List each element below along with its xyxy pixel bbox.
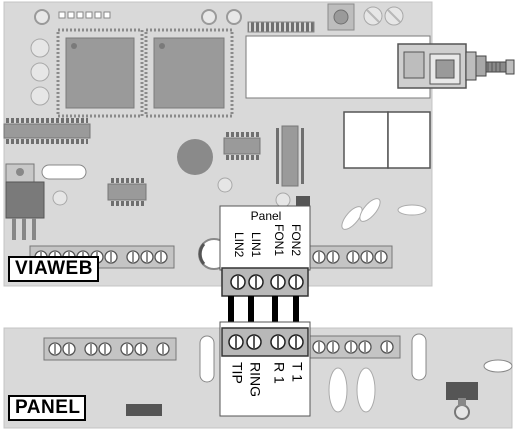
terminal-label-fon1: FON1 — [272, 224, 286, 256]
mounting-hole — [226, 9, 242, 25]
voltage-regulator — [5, 163, 45, 240]
terminal-label-t1: T 1 — [289, 362, 305, 382]
led-row — [58, 11, 111, 19]
relay — [387, 111, 431, 169]
led-icon — [454, 398, 470, 420]
push-button-icon — [327, 3, 355, 31]
processor-chip — [144, 28, 234, 118]
mounting-hole — [201, 9, 217, 25]
terminal-label-ring: RING — [247, 362, 263, 397]
mounting-hole — [34, 9, 50, 25]
terminal-label-r1: R 1 — [271, 362, 287, 384]
upper-connector-title: Panel — [251, 209, 282, 223]
processor-chip — [56, 28, 144, 118]
screw-terminal-icon — [307, 245, 393, 269]
terminal-label-fon2: FON2 — [289, 224, 303, 256]
viaweb-board-label: VIAWEB — [8, 256, 99, 282]
screw-terminal-icon — [43, 337, 177, 361]
panel-board-label: PANEL — [8, 395, 87, 421]
screw-terminal-icon — [307, 335, 401, 359]
upper-terminal-block — [221, 267, 309, 297]
lower-terminal-block — [221, 327, 309, 357]
terminal-label-lin2: LIN2 — [232, 232, 246, 258]
relay — [343, 111, 389, 169]
buzzer — [177, 139, 213, 175]
terminal-label-tip: TIP — [229, 362, 245, 384]
wiring-callout: Panel LIN2 LIN1 FON1 FON2 — [219, 205, 311, 417]
rj45-connector-icon — [397, 43, 515, 89]
terminal-label-lin1: LIN1 — [249, 232, 263, 258]
